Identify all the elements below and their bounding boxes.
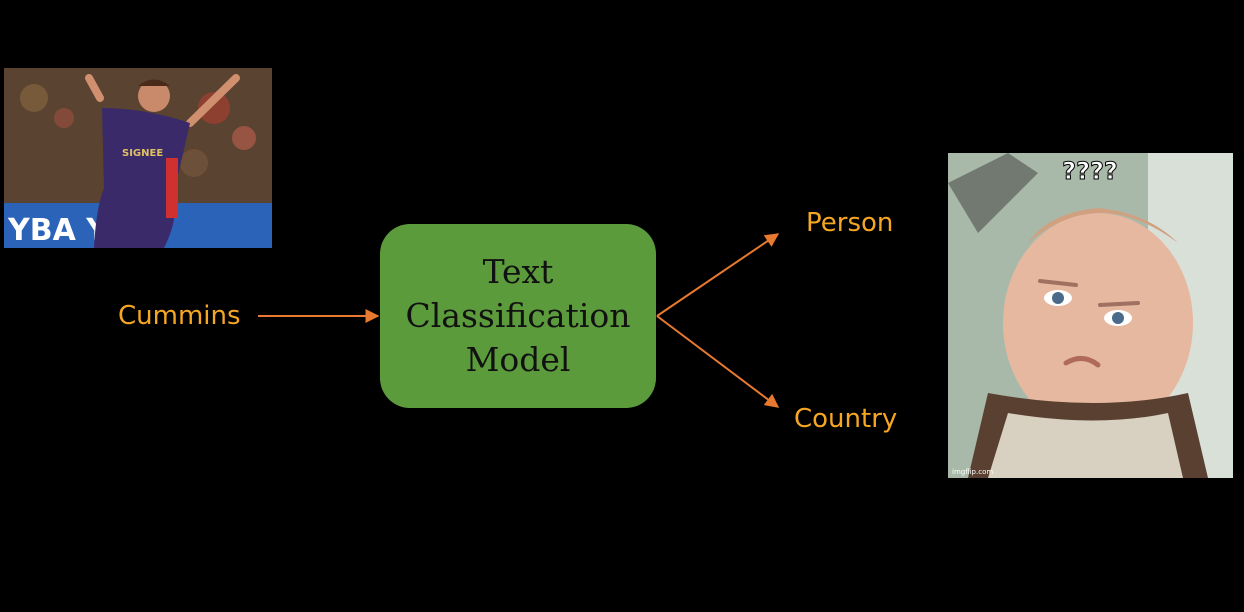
- input-label: Cummins: [118, 301, 241, 331]
- meme-watermark: imgflip.com: [952, 468, 993, 476]
- output-label-country: Country: [794, 404, 898, 434]
- model-box: Text Classification Model: [380, 224, 656, 408]
- output-arrow-person: [656, 233, 780, 317]
- cricketer-photo: YBA YES SIGNEE: [4, 68, 272, 248]
- model-line-1: Text: [482, 252, 554, 291]
- output-arrow-country: [656, 315, 780, 408]
- model-line-2: Classification: [405, 296, 631, 335]
- model-line-3: Model: [465, 340, 571, 379]
- output-label-person: Person: [806, 208, 894, 238]
- baby-meme-photo: ???? imgflip.com: [948, 153, 1233, 478]
- jersey-text: SIGNEE: [122, 148, 163, 159]
- meme-caption: ????: [1062, 157, 1118, 185]
